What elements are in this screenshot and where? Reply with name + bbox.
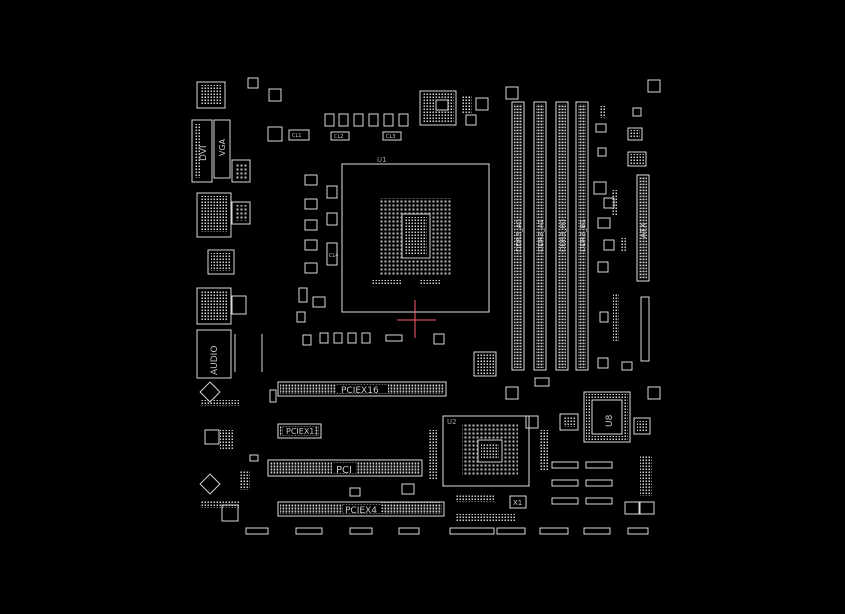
ddr3-b1-label: DDR3_B1	[579, 219, 587, 252]
ddr3-b0-label: DDR3_B0	[559, 219, 567, 252]
ps2-port	[196, 81, 226, 109]
cl1-label: CL1	[292, 133, 301, 139]
u8-label: U8	[605, 414, 615, 427]
pci-label: PCI	[336, 465, 352, 476]
pci-slot[interactable]	[267, 459, 423, 477]
cl4-label: CL4	[329, 253, 338, 259]
atx-power-connector[interactable]	[613, 174, 650, 362]
usb-lan-stack[interactable]	[196, 192, 232, 238]
cpu-socket[interactable]	[341, 163, 490, 313]
crosshair-cursor	[397, 300, 436, 338]
vga-connector[interactable]	[213, 119, 231, 179]
dimm-slots[interactable]	[511, 101, 589, 371]
audio-jack-block[interactable]	[196, 329, 232, 379]
cl3-label: CL3	[386, 134, 395, 140]
io-chip-2	[231, 201, 251, 225]
pciex1-label: PCIEX1	[286, 427, 314, 436]
vrm-area	[247, 77, 489, 346]
cl2-label: CL2	[334, 134, 343, 140]
dvi-label: DVI	[199, 145, 209, 161]
dvi-connector[interactable]	[191, 119, 213, 183]
u8-chip[interactable]	[583, 391, 631, 443]
x1-label: X1	[513, 499, 522, 507]
right-column-pins	[600, 106, 644, 252]
pciex16-label: PCIEX16	[341, 386, 379, 396]
pciex16-slot[interactable]	[277, 381, 447, 397]
vga-label: VGA	[218, 138, 227, 156]
ddr3-a0-label: DDR3_A0	[515, 219, 523, 252]
atx-label: ATX	[639, 222, 648, 238]
lower-right-components	[245, 351, 655, 535]
usb-port-block[interactable]	[207, 249, 235, 275]
rear-io-area	[191, 81, 251, 379]
chipset-label: U2	[447, 418, 457, 426]
io-chip-1	[231, 159, 251, 183]
pciex4-slot[interactable]	[277, 501, 445, 517]
lower-right-pins	[200, 354, 652, 522]
u8-pins	[586, 394, 628, 440]
audio-headers	[199, 334, 263, 522]
chipset[interactable]	[442, 415, 530, 487]
io-chip-3	[231, 295, 247, 315]
pciex1-slot[interactable]	[277, 423, 322, 439]
rear-io-pins	[195, 85, 247, 321]
vrm-pins	[422, 93, 472, 123]
usb-port-block-2[interactable]	[196, 287, 232, 325]
ddr3-a1-label: DDR3_A1	[537, 219, 545, 252]
pciex4-label: PCIEX4	[345, 506, 377, 516]
audio-label: AUDIO	[210, 346, 220, 375]
cpu-socket-label: U1	[377, 156, 387, 164]
